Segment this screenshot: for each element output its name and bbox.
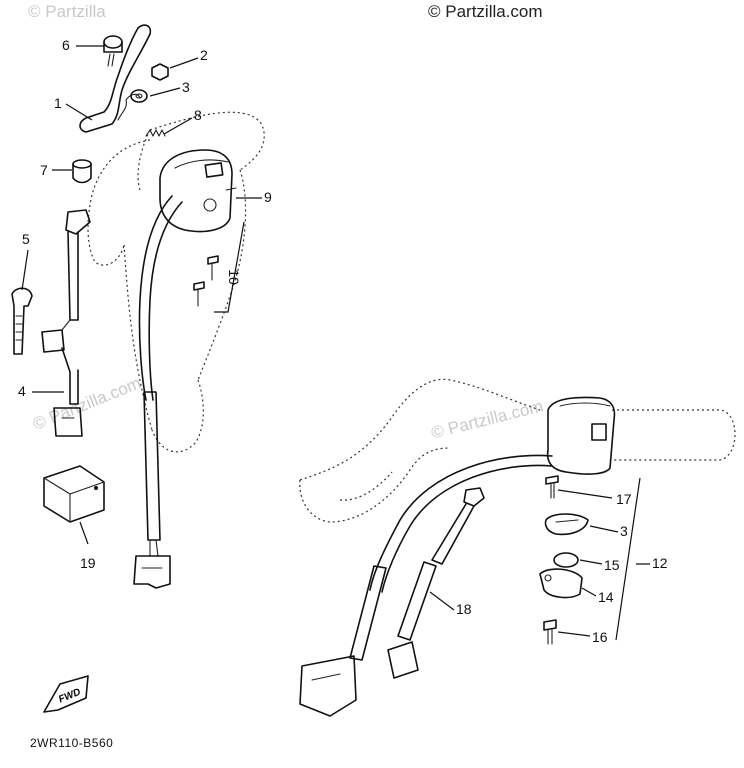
clutch-lever (79, 24, 152, 133)
left-wire-harness (133, 195, 183, 589)
callout-2: 2 (200, 47, 208, 63)
fwd-arrow: FWD (43, 675, 89, 713)
callout-12: 12 (652, 555, 668, 571)
left-switch-housing (159, 149, 237, 233)
nut-part-2 (151, 63, 169, 81)
screw-part-16 (543, 619, 557, 645)
screw-part-17 (545, 475, 559, 499)
watermark-top-right: © Partzilla.com (428, 2, 543, 21)
watermark-top-left: © Partzilla (28, 2, 106, 21)
fwd-text: FWD (57, 687, 82, 706)
callout-3-left: 3 (182, 79, 190, 95)
callout-1: 1 (54, 95, 62, 111)
cover-part-14 (539, 568, 583, 599)
diagram-code: 2WR110-B560 (30, 736, 114, 750)
right-wire-harness (299, 454, 553, 717)
clutch-switch-lead (41, 209, 91, 437)
brake-switch-lead (387, 487, 485, 679)
callout-4: 4 (18, 383, 26, 399)
callout-5: 5 (22, 231, 30, 247)
callout-17: 17 (616, 491, 632, 507)
right-handlebar-outline (299, 378, 736, 523)
callout-18: 18 (456, 601, 472, 617)
callout-9: 9 (264, 189, 272, 205)
callout-6: 6 (62, 37, 70, 53)
callout-7: 7 (40, 162, 48, 178)
callout-3-right: 3 (620, 523, 628, 539)
callout-15: 15 (604, 557, 620, 573)
callout-10: 10 (225, 269, 242, 285)
collar-part-7 (72, 159, 92, 184)
right-switch-housing (546, 396, 616, 475)
bolt-part-6 (103, 35, 123, 67)
callout-14: 14 (598, 589, 614, 605)
washer-part-15 (553, 552, 579, 568)
callout-16: 16 (592, 629, 608, 645)
cable-band-part-5 (11, 287, 33, 355)
callout-8: 8 (194, 107, 202, 123)
switch-part-3-right (544, 513, 589, 536)
washer-part-3 (130, 89, 148, 103)
leader-lines (21, 45, 650, 641)
callout-19: 19 (80, 555, 96, 571)
spring-part-8 (145, 129, 166, 137)
relay-part-19 (43, 465, 105, 523)
screws-part-10-11 (193, 255, 219, 307)
